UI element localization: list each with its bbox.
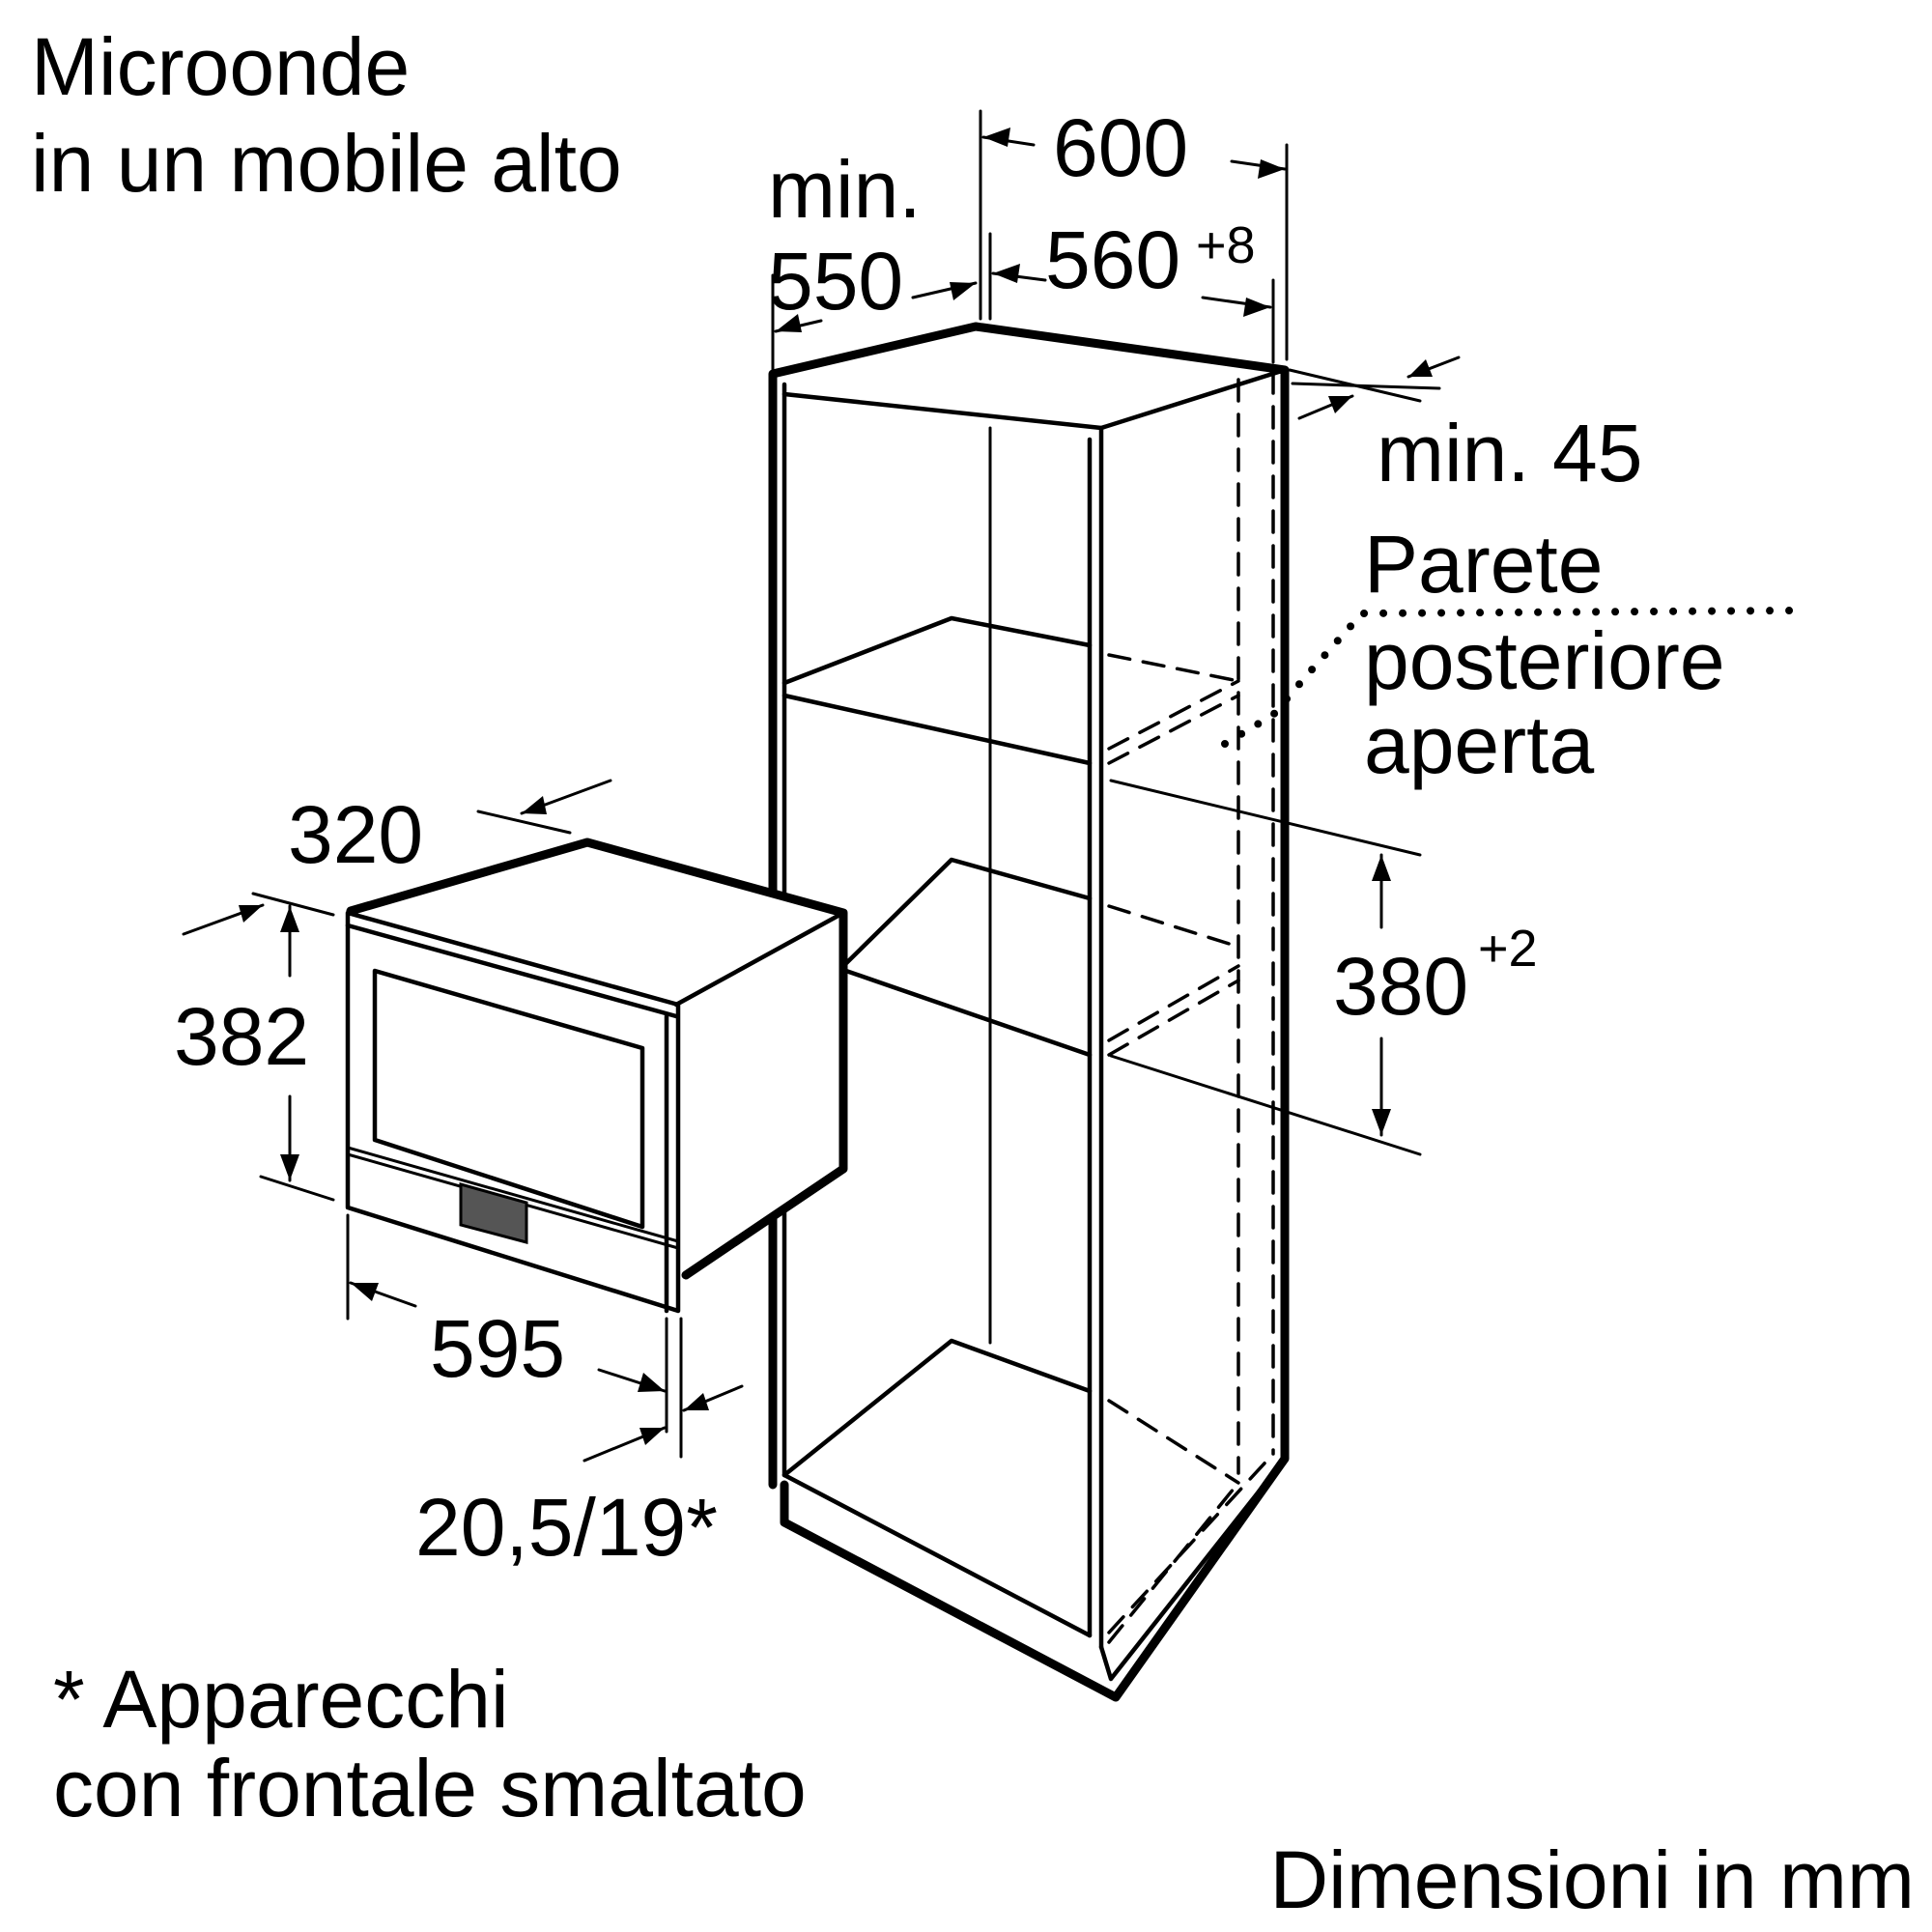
microwave-top-strip — [345, 923, 679, 1019]
label-niche-height-380: 380 — [1333, 941, 1468, 1032]
cabinet-plinth — [1098, 1456, 1288, 1682]
microwave-top-front-edge — [673, 910, 846, 1008]
hidden-mid-diag-2 — [1107, 979, 1240, 1057]
label-appliance-depth-320: 320 — [288, 789, 423, 880]
label-niche-height-tolerance: +2 — [1478, 920, 1538, 978]
arrow-45-right — [1408, 359, 1433, 377]
arrow-560-right — [1243, 298, 1270, 317]
arrow-front-right — [684, 1393, 709, 1410]
arrow-front-left — [639, 1428, 665, 1445]
arrow-600-right — [1258, 159, 1285, 179]
ext-line-382-bottom — [259, 1175, 335, 1202]
arrow-382-bottom — [280, 1154, 299, 1180]
microwave-front-panel — [345, 910, 681, 1314]
cabinet-outline — [768, 322, 1290, 1702]
units-note: Dimensioni in mm — [1270, 1834, 1916, 1925]
shelf-upper-front — [781, 693, 1093, 766]
ext-line-45-b — [1291, 382, 1441, 390]
shelf-bottom-front — [781, 1472, 1093, 1638]
label-rear-gap-45: min. 45 — [1377, 408, 1642, 498]
arrow-382-top — [280, 906, 299, 932]
hidden-mid-diag — [1107, 964, 1240, 1042]
microwave-display — [459, 1182, 528, 1244]
arrow-320 — [522, 796, 547, 814]
label-appliance-height-382: 382 — [174, 991, 309, 1082]
label-niche-width-560: 560 — [1045, 214, 1180, 305]
arrow-550-left — [776, 314, 802, 332]
label-front-thickness: 20,5/19* — [415, 1482, 718, 1573]
hidden-bottom-diag — [1107, 1481, 1240, 1644]
arrow-600-left — [983, 128, 1010, 147]
diagram-title-line2: in un mobile alto — [31, 118, 622, 209]
arrow-550-right — [950, 282, 976, 300]
microwave-door-window — [372, 968, 645, 1230]
hidden-upper-diag — [1107, 679, 1240, 751]
label-depth-550: 550 — [768, 236, 903, 327]
text-labels: Microonde in un mobile alto 600 min. 550… — [31, 21, 1915, 1925]
arrow-595-right — [638, 1373, 665, 1392]
arrow-380-bottom — [1372, 1109, 1391, 1135]
footnote-line1: * Apparecchi — [53, 1654, 509, 1745]
tall-cabinet — [768, 322, 1801, 1702]
label-width-600: 600 — [1053, 102, 1188, 193]
dimension-lines — [182, 109, 1461, 1463]
shelf-middle — [838, 857, 1093, 972]
label-niche-width-tolerance: +8 — [1196, 216, 1256, 274]
footnote-line2: con frontale smaltato — [53, 1743, 807, 1833]
wall-label-line3: aperta — [1364, 699, 1594, 790]
label-min: min. — [768, 144, 922, 235]
shelf-middle-front — [838, 966, 1093, 1058]
ext-line-380-top — [1109, 779, 1422, 857]
ext-line-380-bottom — [1109, 1054, 1422, 1156]
ext-line-320 — [476, 810, 572, 835]
ext-line-382-top — [251, 892, 335, 917]
open-rear-wall-marker — [1221, 607, 1801, 748]
label-appliance-width-595: 595 — [430, 1303, 565, 1394]
arrow-45-left — [1328, 396, 1352, 413]
hidden-upper-shelf — [1107, 653, 1240, 683]
diagram-title-line1: Microonde — [31, 21, 410, 112]
arrow-595-left — [351, 1283, 379, 1301]
hidden-bottom-shelf — [1107, 1399, 1240, 1485]
arrow-380-top — [1372, 855, 1391, 881]
wall-label-line2: posteriore — [1364, 615, 1725, 706]
wall-label-line1: Parete — [1364, 519, 1604, 610]
arrow-560-left — [993, 264, 1020, 283]
cabinet-top-edge — [781, 367, 1288, 431]
hidden-upper-diag-2 — [1107, 694, 1240, 765]
arrow-382-depth — [239, 905, 263, 923]
microwave-control-line — [346, 1146, 680, 1243]
hidden-bottom-diag-2 — [1107, 1452, 1275, 1634]
microwave-fill — [348, 842, 843, 1275]
shelf-bottom — [781, 1338, 1093, 1478]
shelf-upper — [781, 615, 1093, 686]
hidden-mid-shelf — [1107, 904, 1240, 949]
microwave-appliance — [345, 838, 848, 1314]
